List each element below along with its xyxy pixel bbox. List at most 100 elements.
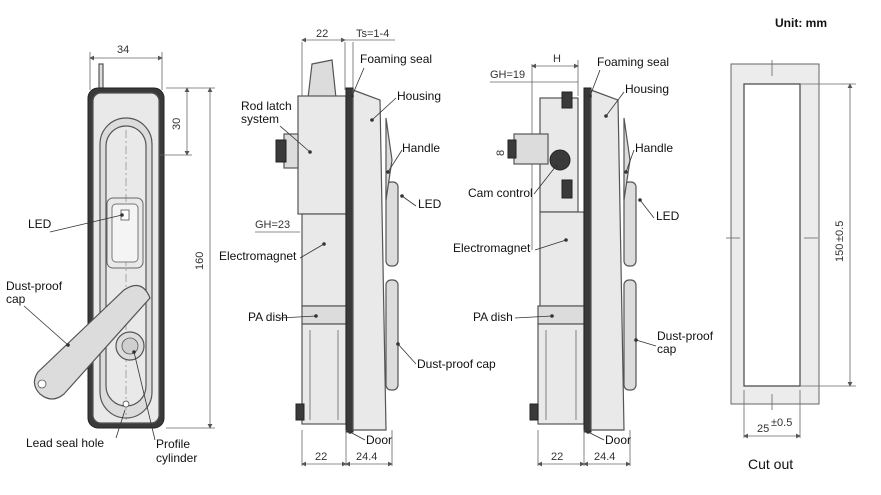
dim-24-4: 24.4 — [594, 451, 615, 463]
lead-seal-hole — [122, 400, 130, 408]
cam-control — [549, 149, 571, 171]
dim-22-bottom: 22 — [551, 451, 563, 463]
bottom-screw — [529, 403, 539, 421]
cam-tip — [507, 139, 517, 159]
side-view-cam-control: H GH=19 8 22 24.4 Foaming seal — [453, 53, 714, 467]
leader-dot — [314, 314, 318, 318]
dim-30: 30 — [171, 118, 183, 130]
leader-dot — [66, 343, 70, 347]
leader-dot — [370, 118, 374, 122]
leader-dot — [550, 314, 554, 318]
leader-line — [371, 97, 397, 121]
leader-line — [514, 315, 553, 319]
dim-25: 25 — [757, 423, 769, 435]
side-view-rod-latch: 22 Ts=1-4 GH=23 22 24.4 — [219, 28, 496, 467]
label-profile-cylinder-1: Profile — [156, 437, 190, 451]
leader-line — [533, 165, 557, 195]
leader-dot — [586, 430, 590, 434]
cam-shaft — [513, 133, 549, 165]
label-pa-dish: PA dish — [248, 310, 288, 324]
rod-latch-block — [297, 95, 347, 215]
leader-dot — [624, 170, 628, 174]
dim-gh-19: GH=19 — [490, 69, 525, 81]
leader-dot — [132, 350, 136, 354]
electromagnet — [539, 211, 585, 307]
label-foaming-seal: Foaming seal — [360, 52, 432, 66]
front-view: 34 30 160 L — [6, 44, 215, 465]
leader-dot — [634, 338, 638, 342]
label-profile-cylinder-2: cylinder — [156, 451, 197, 465]
handle-top — [385, 117, 393, 201]
label-dust-proof-cap: Dust-proof cap — [417, 357, 496, 371]
dust-cap-bulge — [623, 279, 637, 391]
cylinder-core — [121, 337, 139, 355]
door-plate — [583, 87, 592, 433]
rod-top — [307, 59, 337, 99]
leader-dot — [308, 150, 312, 154]
leader-dot — [564, 238, 568, 242]
bottom-screw — [295, 403, 305, 421]
leader-dot — [588, 94, 592, 98]
leader-dot — [396, 342, 400, 346]
label-rod-latch-1: Rod latch — [241, 99, 292, 113]
label-cam-control: Cam control — [468, 186, 533, 200]
lower-body — [301, 323, 347, 425]
dim-25-tol: ±0.5 — [771, 417, 792, 429]
leader-line — [397, 343, 417, 365]
leader-line — [387, 149, 403, 173]
label-handle: Handle — [635, 141, 673, 155]
label-housing: Housing — [397, 89, 441, 103]
dim-24-4: 24.4 — [356, 451, 377, 463]
leader-line — [534, 239, 567, 251]
door-plate — [345, 87, 354, 433]
label-led: LED — [656, 209, 680, 223]
leader-line — [605, 91, 625, 117]
leader-line — [23, 305, 69, 346]
leader-dot — [322, 242, 326, 246]
dust-cap-bulge — [385, 279, 399, 391]
label-door: Door — [366, 433, 392, 447]
leader-line — [349, 431, 366, 441]
dim-150-tol: ±0.5 — [834, 221, 846, 242]
leader-line — [49, 214, 123, 233]
leader-line — [639, 199, 655, 219]
leader-line — [279, 315, 317, 319]
rod-knob-end — [275, 139, 287, 163]
leader-line — [279, 125, 311, 153]
label-foaming-seal: Foaming seal — [597, 55, 669, 69]
label-pa-dish: PA dish — [473, 310, 513, 324]
cam-screw-bottom — [561, 179, 573, 199]
label-handle: Handle — [402, 141, 440, 155]
leader-line — [401, 195, 417, 207]
leader-dot — [638, 198, 642, 202]
leader-dot — [554, 164, 558, 168]
cam-screw-top — [561, 91, 573, 109]
handle-top — [623, 117, 631, 201]
leader-dot — [604, 114, 608, 118]
leader-line — [587, 431, 605, 441]
leader-line — [589, 69, 601, 97]
lower-body — [537, 323, 585, 425]
label-dust-proof-cap-2: cap — [657, 342, 677, 356]
unit-label: Unit: mm — [775, 16, 827, 30]
leader-line — [625, 149, 635, 173]
led-window-outer — [106, 197, 144, 269]
label-led: LED — [28, 217, 52, 231]
label-dust-proof-cap-1: Dust-proof — [6, 279, 63, 293]
leader-dot — [386, 170, 390, 174]
pa-dish — [537, 305, 585, 325]
leader-dot — [350, 94, 354, 98]
label-housing: Housing — [625, 82, 669, 96]
housing — [590, 89, 625, 431]
label-door: Door — [605, 433, 631, 447]
handle-bulge — [623, 181, 637, 267]
leader-line — [635, 339, 657, 347]
top-pin — [98, 63, 104, 89]
housing — [352, 89, 387, 431]
dim-gh-23: GH=23 — [255, 219, 290, 231]
dim-width-34: 34 — [117, 44, 129, 56]
electromagnet — [301, 213, 347, 307]
dust-proof-cap — [33, 284, 151, 400]
dim-22-top: 22 — [316, 28, 328, 40]
dim-8: 8 — [495, 150, 507, 156]
